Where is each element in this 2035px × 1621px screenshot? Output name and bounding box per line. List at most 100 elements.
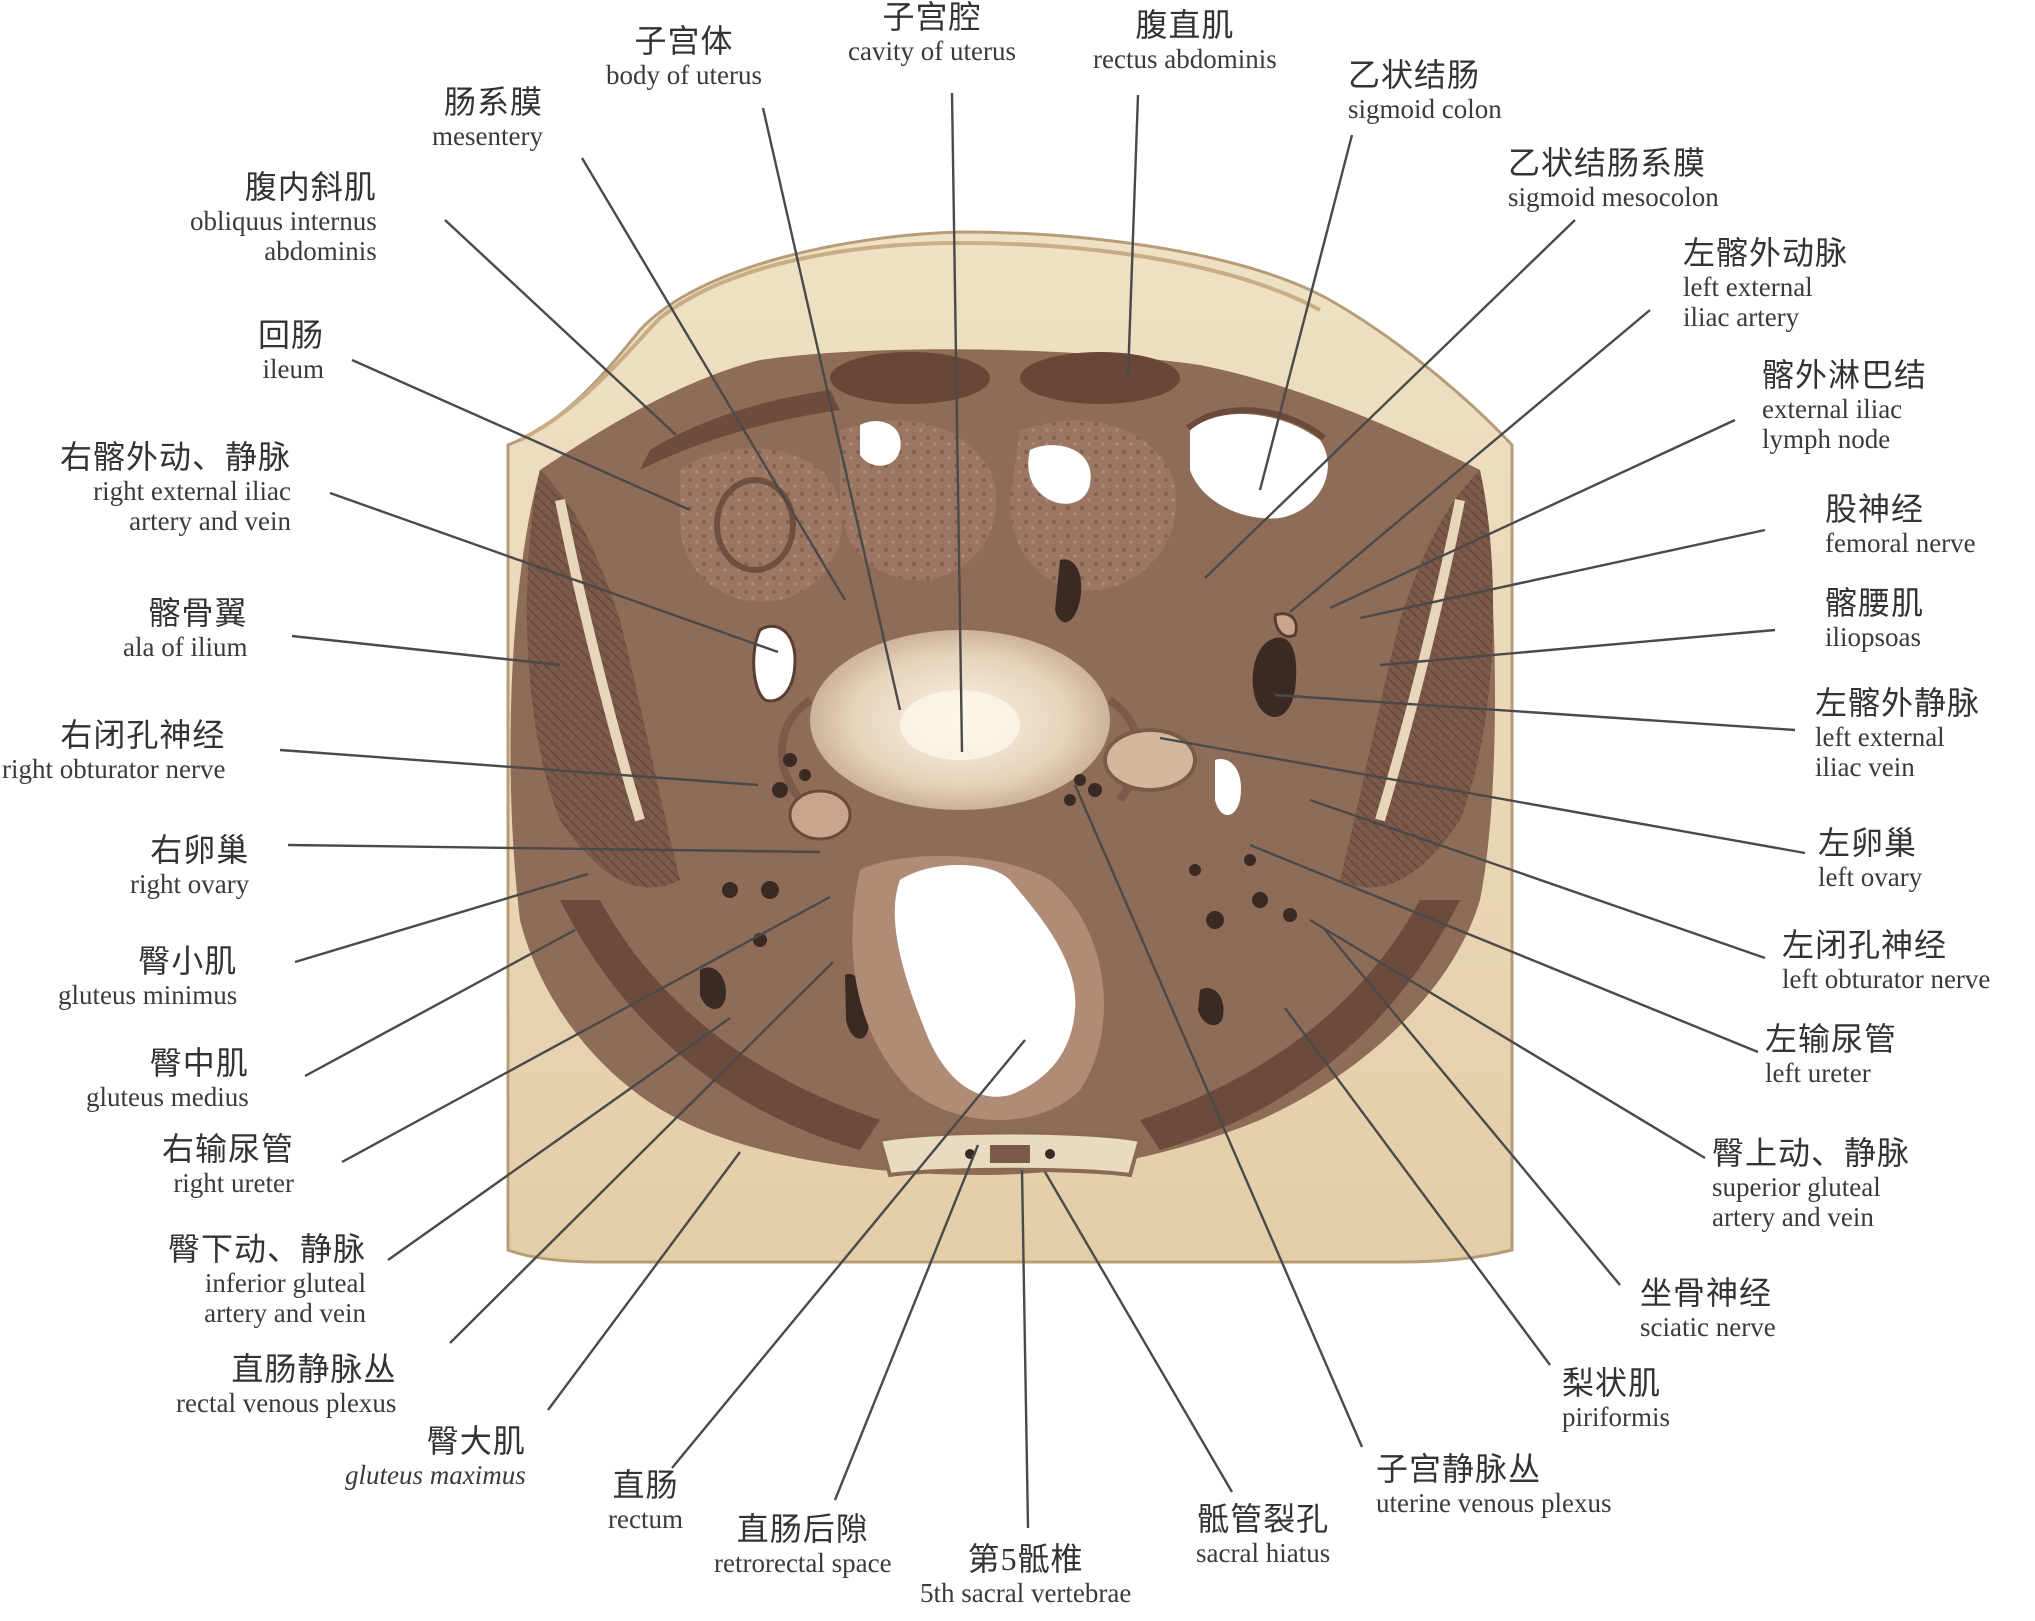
label-zh: 左闭孔神经 bbox=[1782, 927, 1948, 963]
label-sigmoid-colon: 乙状结肠 sigmoid colon bbox=[1348, 57, 1502, 124]
label-en: superior gluteal bbox=[1712, 1171, 1881, 1202]
label-en: sigmoid colon bbox=[1348, 93, 1502, 124]
label-en: external iliac bbox=[1762, 393, 1903, 424]
label-zh: 右闭孔神经 bbox=[60, 717, 226, 753]
label-sigmoid-mesocolon: 乙状结肠系膜 sigmoid mesocolon bbox=[1508, 145, 1719, 212]
label-left-external-iliac-vein: 左髂外静脉 left external iliac vein bbox=[1815, 685, 1981, 783]
label-en: left ovary bbox=[1818, 861, 1923, 892]
ileum-loops bbox=[680, 448, 842, 602]
label-mesentery: 肠系膜 mesentery bbox=[432, 84, 543, 151]
label-ala-of-ilium: 髂骨翼 ala of ilium bbox=[123, 595, 248, 662]
label-zh: 子宫体 bbox=[634, 23, 734, 59]
label-zh: 腹内斜肌 bbox=[244, 169, 377, 205]
label-zh: 髂腰肌 bbox=[1825, 585, 1925, 621]
label-en: piriformis bbox=[1562, 1401, 1670, 1432]
label-zh: 左髂外动脉 bbox=[1683, 235, 1849, 271]
label-en: rectal venous plexus bbox=[176, 1387, 397, 1418]
label-en: 5th sacral vertebrae bbox=[920, 1577, 1132, 1608]
label-en: inferior gluteal bbox=[204, 1267, 367, 1298]
label-zh: 梨状肌 bbox=[1562, 1365, 1662, 1401]
label-en: gluteus maximus bbox=[345, 1459, 526, 1490]
label-en: rectus abdominis bbox=[1093, 43, 1277, 74]
label-zh: 髂骨翼 bbox=[148, 595, 248, 631]
label-fifth-sacral-vertebra: 第5骶椎 5th sacral vertebrae bbox=[920, 1541, 1132, 1608]
label-right-ureter: 右输尿管 right ureter bbox=[162, 1131, 295, 1198]
label-gluteus-medius: 臀中肌 gluteus medius bbox=[86, 1045, 249, 1112]
rectum-lumen bbox=[894, 865, 1076, 1097]
label-zh: 腹直肌 bbox=[1135, 7, 1235, 43]
label-en: sigmoid mesocolon bbox=[1508, 181, 1719, 212]
label-zh: 臀中肌 bbox=[149, 1045, 249, 1081]
label-zh: 直肠静脉丛 bbox=[231, 1351, 397, 1387]
label-right-obturator-nerve: 右闭孔神经 right obturator nerve bbox=[2, 717, 226, 784]
label-zh: 直肠 bbox=[612, 1467, 679, 1503]
label-en: left external bbox=[1815, 721, 1945, 752]
label-zh: 肠系膜 bbox=[443, 84, 543, 120]
label-zh: 直肠后隙 bbox=[736, 1511, 869, 1547]
label-zh: 骶管裂孔 bbox=[1197, 1501, 1330, 1537]
label-retrorectal-space: 直肠后隙 retrorectal space bbox=[714, 1511, 892, 1578]
label-piriformis: 梨状肌 piriformis bbox=[1562, 1365, 1670, 1432]
label-zh: 髂外淋巴结 bbox=[1762, 357, 1928, 393]
label-en-line2: iliac vein bbox=[1815, 752, 1915, 783]
label-zh: 臀上动、静脉 bbox=[1712, 1135, 1911, 1171]
label-en: body of uterus bbox=[606, 59, 762, 90]
label-en-line2: artery and vein bbox=[204, 1298, 367, 1329]
label-zh: 左卵巢 bbox=[1818, 825, 1918, 861]
label-external-iliac-lymph-node: 髂外淋巴结 external iliac lymph node bbox=[1762, 357, 1928, 455]
label-right-external-iliac-vessels: 右髂外动、静脉 right external iliac artery and … bbox=[60, 439, 292, 537]
label-en: right ureter bbox=[173, 1167, 295, 1198]
label-zh: 股神经 bbox=[1825, 491, 1925, 527]
label-en: ala of ilium bbox=[123, 631, 248, 662]
label-zh: 臀小肌 bbox=[138, 943, 238, 979]
label-en: right external iliac bbox=[93, 475, 292, 506]
label-en: retrorectal space bbox=[714, 1547, 892, 1578]
label-zh: 乙状结肠 bbox=[1348, 57, 1481, 93]
label-en: obliquus internus bbox=[190, 205, 377, 236]
label-obliquus-internus: 腹内斜肌 obliquus internus abdominis bbox=[190, 169, 377, 266]
rectus-abdominis-right bbox=[830, 352, 990, 404]
label-en: gluteus medius bbox=[86, 1081, 249, 1112]
label-zh: 臀大肌 bbox=[426, 1423, 526, 1459]
label-rectal-venous-plexus: 直肠静脉丛 rectal venous plexus bbox=[176, 1351, 397, 1418]
label-zh: 臀下动、静脉 bbox=[168, 1231, 367, 1267]
label-zh: 乙状结肠系膜 bbox=[1508, 145, 1707, 181]
label-gluteus-minimus: 臀小肌 gluteus minimus bbox=[58, 943, 238, 1010]
label-rectus-abdominis: 腹直肌 rectus abdominis bbox=[1093, 7, 1277, 74]
label-en-line2: lymph node bbox=[1762, 424, 1891, 455]
label-sciatic-nerve: 坐骨神经 sciatic nerve bbox=[1640, 1275, 1776, 1342]
label-en: left ureter bbox=[1765, 1057, 1871, 1088]
label-sacral-hiatus: 骶管裂孔 sacral hiatus bbox=[1196, 1501, 1331, 1568]
label-en: gluteus minimus bbox=[58, 979, 238, 1010]
label-iliopsoas: 髂腰肌 iliopsoas bbox=[1825, 585, 1925, 652]
label-en-line2: iliac artery bbox=[1683, 302, 1800, 333]
label-en: mesentery bbox=[432, 120, 543, 151]
label-en: iliopsoas bbox=[1825, 621, 1922, 652]
label-left-obturator-nerve: 左闭孔神经 left obturator nerve bbox=[1782, 927, 1990, 994]
label-en-line2: artery and vein bbox=[1712, 1202, 1874, 1233]
label-body-of-uterus: 子宫体 body of uterus bbox=[606, 23, 762, 90]
label-en: right ovary bbox=[130, 868, 250, 899]
label-en: rectum bbox=[608, 1503, 683, 1534]
label-en: sciatic nerve bbox=[1640, 1311, 1776, 1342]
label-zh: 回肠 bbox=[258, 317, 325, 353]
label-left-ovary: 左卵巢 left ovary bbox=[1818, 825, 1923, 892]
label-left-external-iliac-artery: 左髂外动脉 left external iliac artery bbox=[1683, 235, 1849, 333]
rectus-abdominis-left bbox=[1020, 352, 1180, 404]
label-rectum: 直肠 rectum bbox=[608, 1467, 683, 1534]
right-ovary-shape bbox=[788, 789, 852, 841]
label-inferior-gluteal-vessels: 臀下动、静脉 inferior gluteal artery and vein bbox=[168, 1231, 367, 1329]
label-zh: 左髂外静脉 bbox=[1815, 685, 1981, 721]
label-uterine-venous-plexus: 子宫静脉丛 uterine venous plexus bbox=[1376, 1451, 1612, 1518]
label-superior-gluteal-vessels: 臀上动、静脉 superior gluteal artery and vein bbox=[1712, 1135, 1911, 1233]
label-en-line2: artery and vein bbox=[129, 506, 292, 537]
label-right-ovary: 右卵巢 right ovary bbox=[130, 832, 250, 899]
label-zh: 子宫腔 bbox=[882, 0, 982, 35]
label-en: uterine venous plexus bbox=[1376, 1487, 1612, 1518]
right-external-iliac-vessels-shape bbox=[752, 624, 797, 703]
label-en: sacral hiatus bbox=[1196, 1537, 1331, 1568]
label-cavity-of-uterus: 子宫腔 cavity of uterus bbox=[848, 0, 1016, 66]
label-en: ileum bbox=[262, 353, 325, 384]
label-zh: 左输尿管 bbox=[1765, 1021, 1898, 1057]
